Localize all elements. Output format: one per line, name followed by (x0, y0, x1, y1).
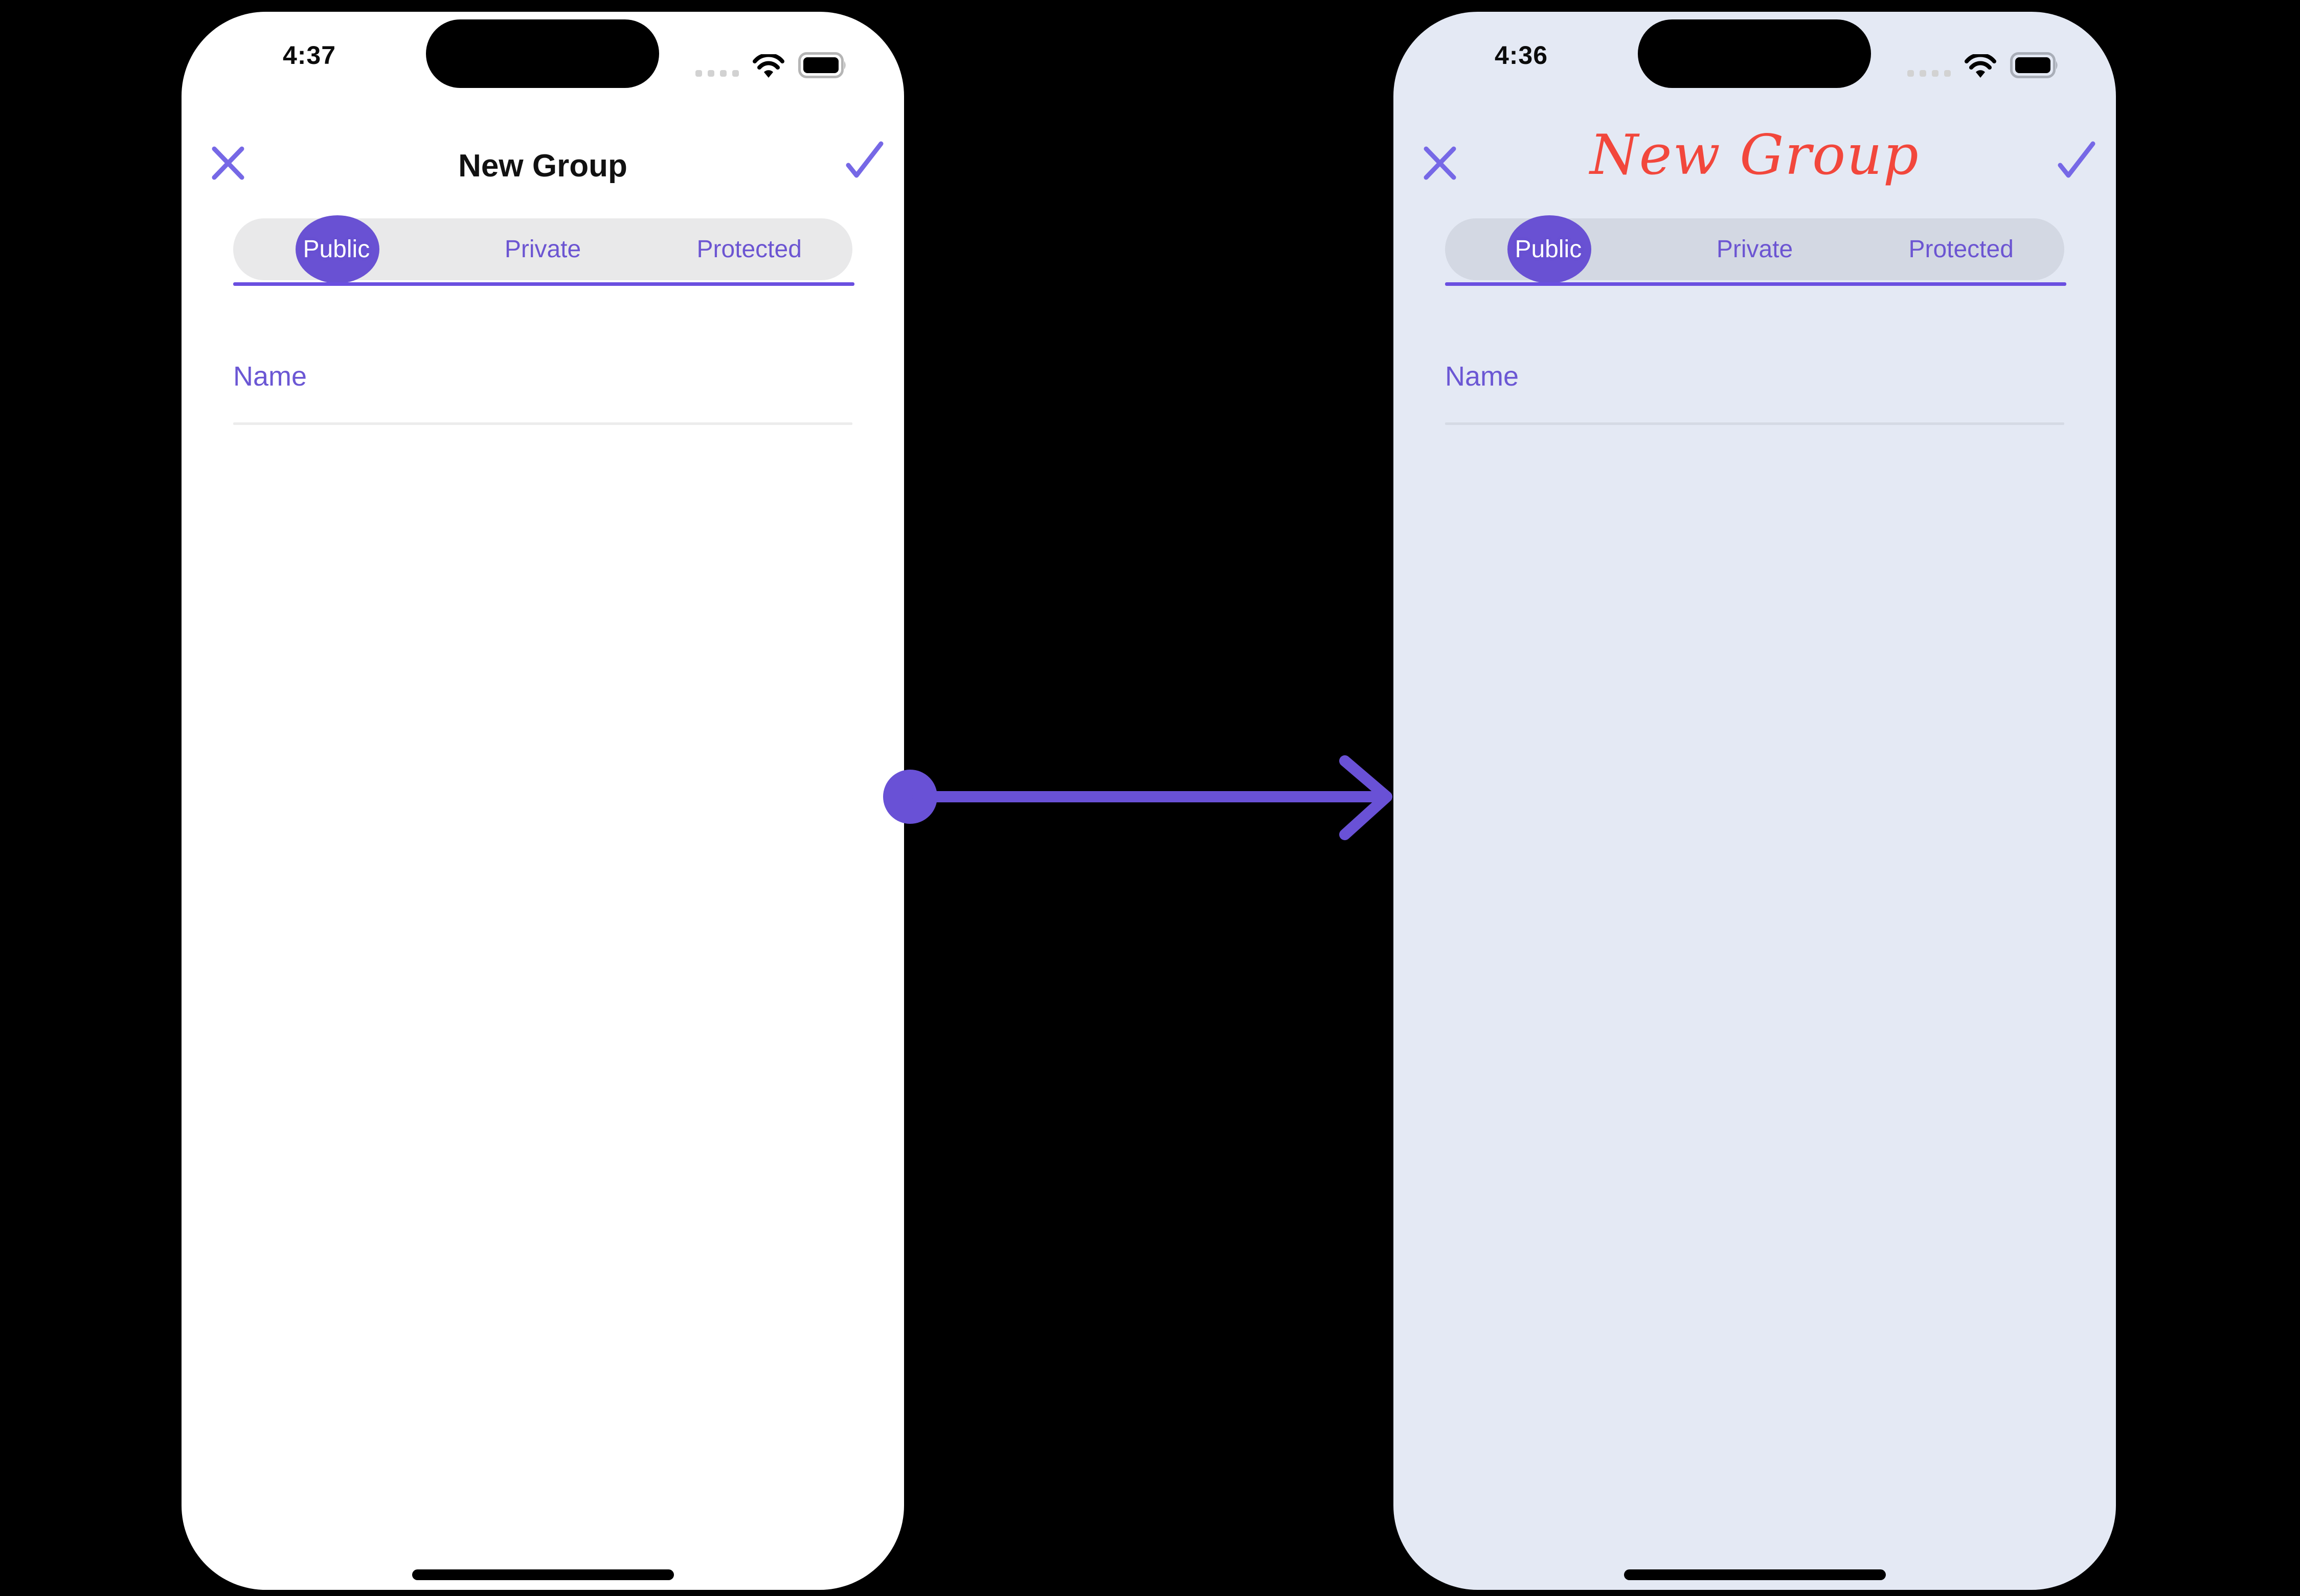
page-title: New Group (1590, 123, 1920, 187)
tab-public[interactable]: Public (1445, 235, 1652, 263)
dynamic-island (426, 19, 659, 88)
selected-tab-pill (1507, 215, 1591, 283)
group-name-input[interactable] (1445, 353, 2064, 399)
battery-icon (798, 52, 846, 78)
tab-private[interactable]: Private (440, 235, 646, 263)
home-indicator[interactable] (1624, 1569, 1886, 1580)
tab-public[interactable]: Public (233, 235, 440, 263)
tab-indicator-underline (1445, 282, 2066, 286)
close-icon[interactable] (1422, 145, 1458, 182)
phone-right-lavender-theme: 4:36 New Group Public Private P (1393, 12, 2116, 1590)
cellular-dots-icon (695, 70, 739, 77)
status-time: 4:37 (282, 41, 336, 70)
selected-tab-pill (296, 215, 379, 283)
confirm-check-icon[interactable] (2055, 139, 2098, 182)
home-indicator[interactable] (412, 1569, 674, 1580)
tab-private[interactable]: Private (1652, 235, 1858, 263)
transition-arrow-icon (883, 755, 1392, 840)
status-icons (695, 52, 847, 78)
visibility-segmented-control: Public Private Protected (1445, 215, 2064, 283)
confirm-check-icon[interactable] (843, 139, 886, 182)
cellular-dots-icon (1907, 70, 1951, 77)
tab-protected[interactable]: Protected (1858, 235, 2064, 263)
page-title: New Group (458, 148, 627, 184)
dynamic-island (1638, 19, 1871, 88)
name-field-underline (1445, 422, 2064, 425)
tab-protected[interactable]: Protected (646, 235, 852, 263)
close-icon[interactable] (210, 145, 246, 182)
wifi-icon (1965, 54, 1996, 78)
phone-left-light-theme: 4:37 New Group Public Private P (182, 12, 904, 1590)
wifi-icon (753, 54, 784, 78)
visibility-segmented-control: Public Private Protected (233, 215, 852, 283)
status-time: 4:36 (1494, 41, 1548, 70)
battery-icon (2010, 52, 2058, 78)
tab-indicator-underline (233, 282, 854, 286)
group-name-input[interactable] (233, 353, 852, 399)
status-icons (1907, 52, 2059, 78)
name-field-underline (233, 422, 852, 425)
